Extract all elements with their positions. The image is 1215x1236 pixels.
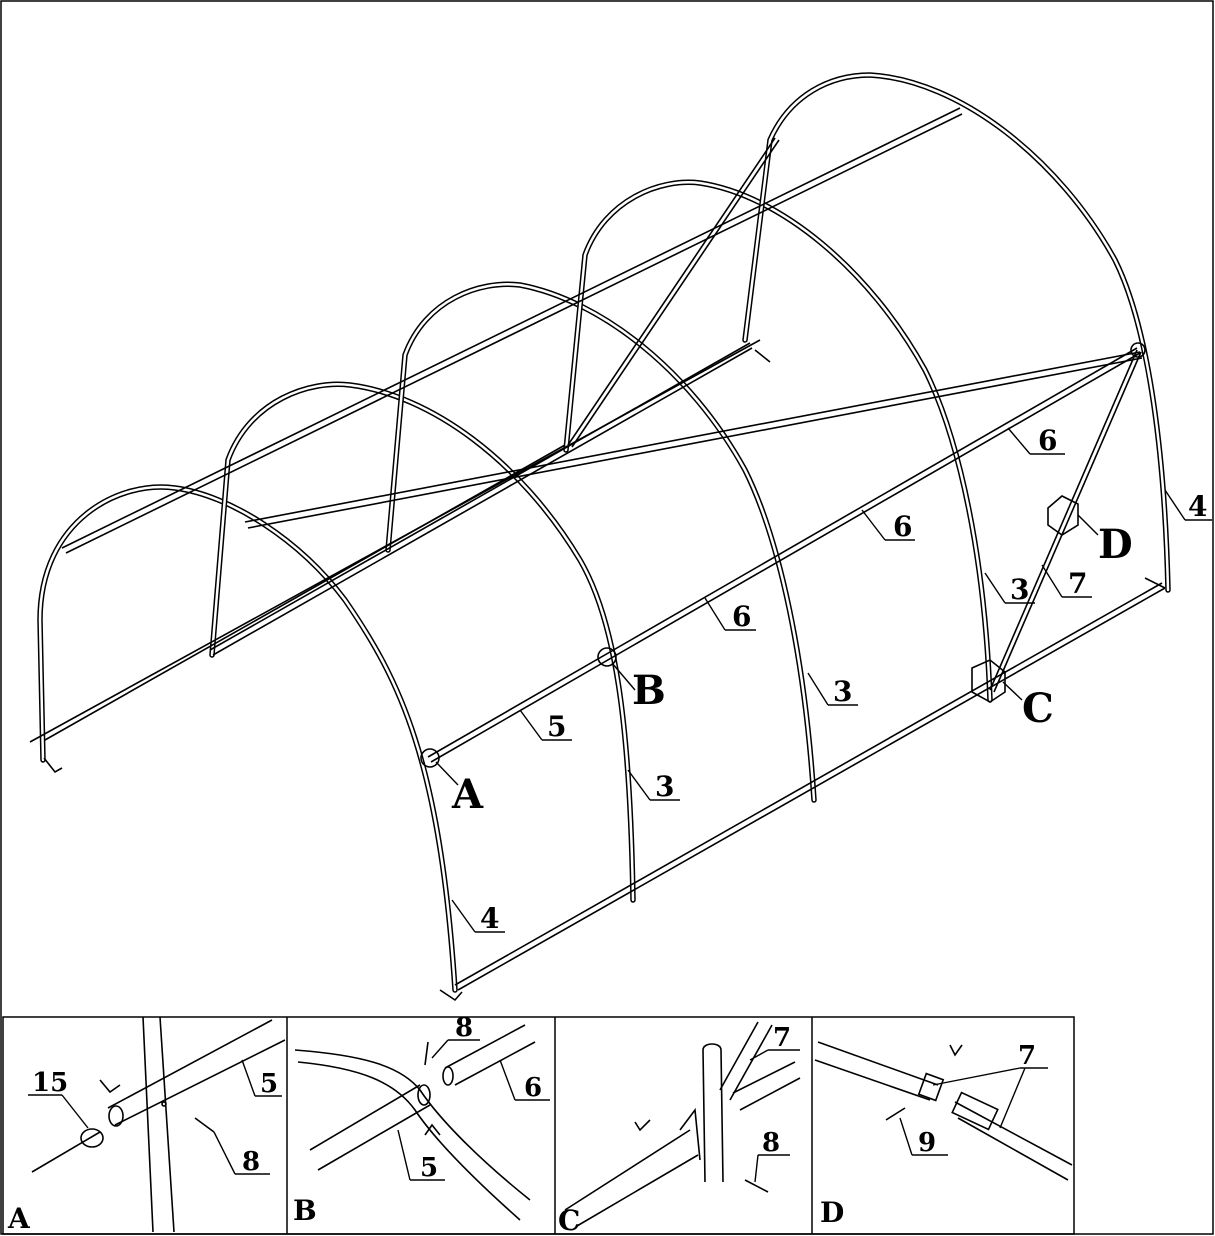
part-6-label: 6 — [524, 1073, 542, 1103]
greenhouse-frame — [29, 72, 1171, 1002]
detail-marker-d: D — [1098, 521, 1133, 568]
foot-plate — [1144, 577, 1166, 589]
foot-plate — [439, 989, 463, 1002]
arch-4 — [563, 179, 993, 703]
detail-panel-b: 8 6 5 B — [293, 1013, 550, 1227]
part-9-label: 9 — [918, 1128, 936, 1158]
part-5-label: 5 — [260, 1069, 278, 1099]
detail-marker-a: A — [451, 771, 484, 818]
arch-5 — [742, 72, 1171, 593]
detail-panel-c: 7 8 C — [558, 1021, 801, 1236]
callout-6: 6 — [732, 600, 751, 633]
panel-letter-b: B — [293, 1194, 317, 1227]
part-8-label: 8 — [242, 1147, 260, 1177]
part-7-label: 7 — [773, 1023, 791, 1053]
callout-4: 4 — [1188, 490, 1207, 523]
panel-letter-a: A — [7, 1202, 31, 1235]
detail-marker-c-hex — [971, 659, 1006, 703]
part-5-label: 5 — [420, 1153, 438, 1183]
callout-7: 7 — [1068, 567, 1087, 600]
detail-marker-b-circle — [597, 647, 617, 667]
main-callouts: 6 6 6 4 4 3 3 3 7 5 A B C D — [435, 424, 1212, 935]
foot-plate — [754, 349, 771, 363]
detail-panel-d: 7 9 D — [814, 1041, 1073, 1229]
callout-6: 6 — [1038, 424, 1057, 457]
part-7-label: 7 — [1018, 1041, 1036, 1071]
part-15-label: 15 — [32, 1068, 68, 1098]
detail-marker-b: B — [632, 667, 666, 714]
joint-circle — [1130, 342, 1146, 358]
callout-6: 6 — [893, 510, 912, 543]
callout-3: 3 — [655, 770, 674, 803]
detail-panel-a: 15 5 8 A — [7, 1016, 286, 1235]
detail-panels: 15 5 8 A 8 6 5 B — [2, 1013, 1075, 1236]
panel-letter-d: D — [820, 1196, 844, 1229]
arch-3 — [385, 281, 817, 803]
arch-1 — [37, 484, 458, 993]
part-8-label: 8 — [762, 1128, 780, 1158]
detail-marker-d-hex — [1047, 495, 1079, 536]
part-8-label: 8 — [455, 1013, 473, 1043]
arch-2 — [209, 381, 636, 903]
foot-plate — [43, 757, 63, 774]
diagonal-braces — [567, 137, 1142, 693]
callout-4: 4 — [480, 902, 499, 935]
detail-marker-c: C — [1022, 685, 1054, 732]
callout-5: 5 — [547, 710, 566, 743]
purlins — [29, 107, 1166, 991]
panel-letter-c: C — [558, 1204, 580, 1236]
callout-3: 3 — [1010, 573, 1029, 606]
callout-3: 3 — [833, 675, 852, 708]
detail-marker-a-circle — [420, 748, 440, 768]
